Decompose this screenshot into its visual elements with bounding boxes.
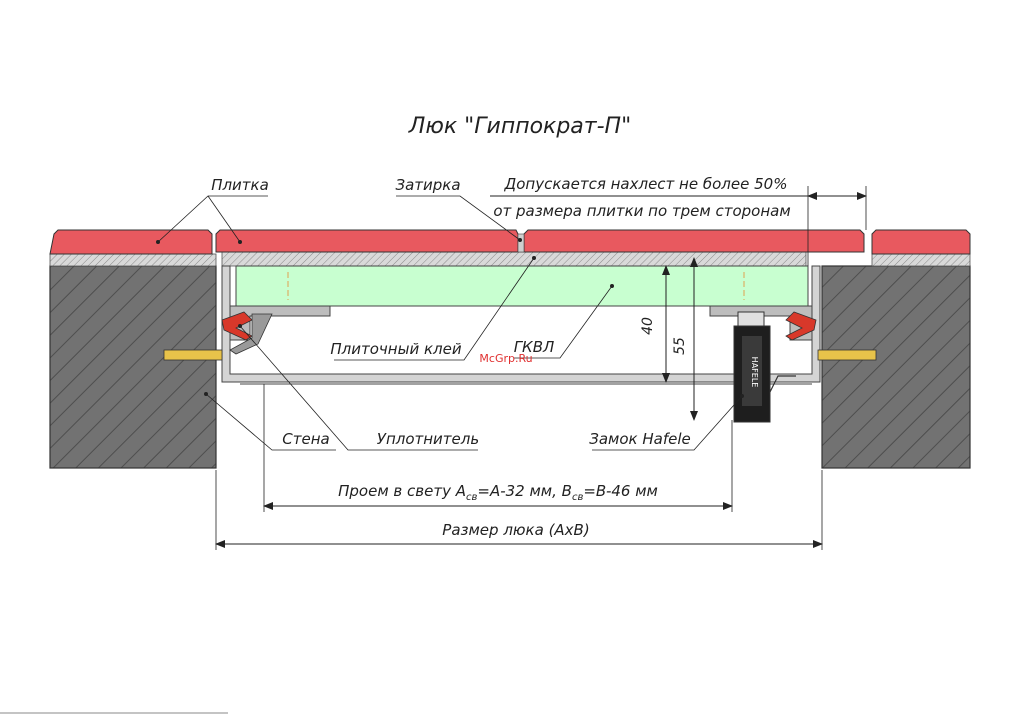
label-seal: Уплотнитель <box>377 430 479 448</box>
tile-left <box>49 229 213 255</box>
wall-left <box>49 265 217 469</box>
tile-hatch-right <box>523 229 865 253</box>
label-gypsum-board: ГКВЛ <box>514 338 555 356</box>
frame-profile-right <box>709 305 813 341</box>
label-tile-adhesive: Плиточный клей <box>330 340 461 358</box>
hinge-bracket <box>229 313 273 355</box>
diagram-title: Люк "Гиппократ-П" <box>408 114 631 139</box>
hatch-frame <box>221 265 821 383</box>
adhesive-strip-hatch <box>221 251 807 267</box>
label-overlap-line1: Допускается нахлест не более 50% <box>504 175 788 193</box>
label-overlap-line2: от размера плитки по трем сторонам <box>493 202 790 220</box>
watermark: McGrp.Ru <box>479 352 532 365</box>
seal-right <box>785 311 817 341</box>
grout-joint <box>517 233 525 253</box>
anchor-bolt-left <box>163 349 223 361</box>
label-lock: Замок Hafele <box>589 430 691 448</box>
adhesive-strip-right <box>871 253 971 267</box>
dim-40-label: 40 <box>640 317 656 335</box>
label-tile: Плитка <box>211 176 269 194</box>
wall-right <box>821 265 971 469</box>
lock-brand-text: HAFELE <box>750 357 759 388</box>
label-grout: Затирка <box>395 176 460 194</box>
opening-dim-label: Проем в свету Aсв=A-32 мм, Bсв=B-46 мм <box>338 482 658 503</box>
hatch-size-label: Размер люка (AxB) <box>442 521 589 539</box>
gypsum-board <box>235 265 809 307</box>
label-wall: Стена <box>282 430 329 448</box>
dim-55-label: 55 <box>672 337 688 355</box>
tile-right <box>871 229 971 255</box>
seal-left <box>221 311 253 341</box>
tile-hatch-left <box>215 229 519 253</box>
adhesive-strip-left <box>49 253 217 267</box>
anchor-bolt-right <box>817 349 877 361</box>
